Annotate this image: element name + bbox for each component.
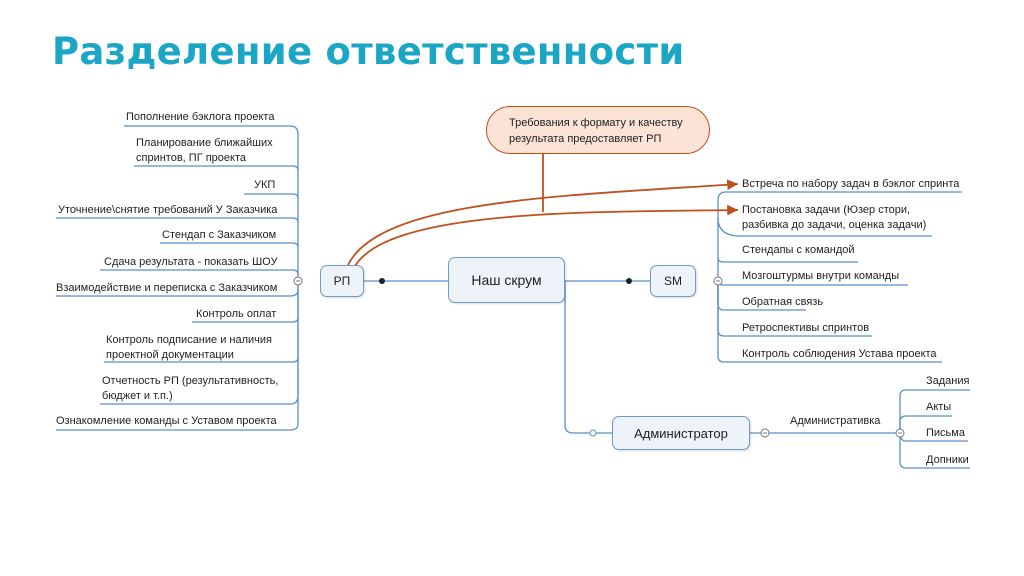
admin-sub[interactable]: Административка bbox=[790, 414, 880, 429]
admin-item-text: Письма bbox=[926, 427, 965, 439]
admin-sub-text: Административка bbox=[790, 415, 881, 427]
admin-item-text: Допники bbox=[926, 454, 969, 466]
rp-branch-1 bbox=[124, 125, 299, 281]
rp-item-text: Контроль подписание и наличия проектной … bbox=[106, 334, 272, 361]
rp-branch-2 bbox=[134, 165, 299, 171]
relation-rp-to-task-setting bbox=[354, 204, 739, 267]
admin-item[interactable]: Акты bbox=[926, 400, 951, 415]
admin-label: Администратор bbox=[634, 425, 728, 441]
sm-connector-dot bbox=[626, 278, 632, 284]
admin-item[interactable]: Задания bbox=[926, 374, 969, 389]
sm-item[interactable]: Встреча по набору задач в бэклог спринта bbox=[742, 177, 959, 192]
admin-branch-2 bbox=[899, 415, 952, 433]
rp-branch-6 bbox=[100, 269, 299, 275]
admin-item-text: Акты bbox=[926, 401, 952, 413]
admin-item[interactable]: Допники bbox=[926, 453, 969, 468]
sm-item-text: Обратная связь bbox=[742, 296, 824, 308]
sm-item-text: Встреча по набору задач в бэклог спринта bbox=[742, 178, 960, 190]
rp-item[interactable]: Планирование ближайших спринтов, ПГ прое… bbox=[136, 136, 273, 166]
admin-branch-1 bbox=[899, 389, 970, 433]
rp-item-text: Взаимодействие и переписка с Заказчиком bbox=[56, 282, 278, 294]
rp-item[interactable]: УКП bbox=[254, 178, 275, 193]
rp-item-text: Отчетность РП (результативность, бюджет … bbox=[102, 375, 279, 402]
rp-item-text: Ознакомление команды с Уставом проекта bbox=[56, 415, 277, 427]
sm-branch-3 bbox=[717, 257, 858, 263]
admin-branch-4 bbox=[899, 433, 970, 469]
sm-item[interactable]: Обратная связь bbox=[742, 295, 823, 310]
rp-item-text: Планирование ближайших спринтов, ПГ прое… bbox=[136, 137, 273, 164]
rp-item-text: Контроль оплат bbox=[196, 308, 277, 320]
sm-item-text: Ретроспективы спринтов bbox=[742, 322, 870, 334]
sm-item[interactable]: Мозгоштурмы внутри команды bbox=[742, 269, 899, 284]
rp-item[interactable]: Взаимодействие и переписка с Заказчиком bbox=[56, 281, 277, 296]
sm-item[interactable]: Стендапы с командой bbox=[742, 243, 855, 258]
rp-branch-3 bbox=[244, 193, 299, 199]
rp-branch-11 bbox=[56, 281, 299, 431]
admin-node[interactable]: Администратор bbox=[612, 416, 750, 450]
central-node[interactable]: Наш скрум bbox=[448, 257, 565, 303]
sm-item-text: Мозгоштурмы внутри команды bbox=[742, 270, 900, 282]
rp-label: РП bbox=[333, 274, 351, 288]
sm-branch-2 bbox=[717, 217, 932, 237]
rp-item[interactable]: Контроль подписание и наличия проектной … bbox=[106, 333, 272, 363]
sm-item-text: Контроль соблюдения Устава проекта bbox=[742, 348, 937, 360]
callout-line-1: Требования к формату и качеству bbox=[509, 117, 683, 129]
rp-item-text: УКП bbox=[254, 179, 276, 191]
rp-node[interactable]: РП bbox=[320, 265, 364, 297]
rp-item-text: Пополнение бэклога проекта bbox=[126, 111, 275, 123]
sm-node[interactable]: SM bbox=[650, 265, 696, 297]
rp-item[interactable]: Сдача результата - показать ШОУ bbox=[104, 255, 277, 270]
rp-branch-4 bbox=[56, 217, 299, 223]
rp-item[interactable]: Уточнение\снятие требований У Заказчика bbox=[58, 203, 277, 218]
rp-item-text: Сдача результата - показать ШОУ bbox=[104, 256, 278, 268]
rp-item-text: Уточнение\снятие требований У Заказчика bbox=[58, 204, 278, 216]
sm-item[interactable]: Контроль соблюдения Устава проекта bbox=[742, 347, 937, 362]
sm-item[interactable]: Постановка задачи (Юзер стори, разбивка … bbox=[742, 203, 926, 233]
callout-line-2: результата предоставляет РП bbox=[509, 133, 662, 145]
rp-item[interactable]: Отчетность РП (результативность, бюджет … bbox=[102, 374, 278, 404]
rp-connector-dot bbox=[379, 278, 385, 284]
sm-item-text: Стендапы с командой bbox=[742, 244, 855, 256]
rp-item[interactable]: Стендап с Заказчиком bbox=[162, 228, 276, 243]
rp-branch-5 bbox=[160, 242, 299, 248]
admin-item-text: Задания bbox=[926, 375, 970, 387]
rp-item[interactable]: Ознакомление команды с Уставом проекта bbox=[56, 414, 277, 429]
sm-branch-1 bbox=[717, 191, 962, 281]
page-title: Разделение ответственности bbox=[52, 30, 685, 73]
rp-item[interactable]: Контроль оплат bbox=[196, 307, 276, 322]
admin-connector-dot bbox=[589, 429, 597, 437]
central-to-admin bbox=[564, 281, 612, 434]
relation-rp-to-sprint-meeting bbox=[347, 179, 739, 266]
rp-item-text: Стендап с Заказчиком bbox=[162, 229, 277, 241]
sm-label: SM bbox=[664, 274, 682, 288]
sm-item-text: Постановка задачи (Юзер стори, разбивка … bbox=[742, 204, 927, 231]
sm-item[interactable]: Ретроспективы спринтов bbox=[742, 321, 869, 336]
callout-node[interactable]: Требования к формату и качеству результа… bbox=[486, 106, 710, 154]
admin-item[interactable]: Письма bbox=[926, 426, 965, 441]
central-label: Наш скрум bbox=[471, 272, 542, 288]
sm-branch-7 bbox=[717, 281, 942, 363]
rp-item[interactable]: Пополнение бэклога проекта bbox=[126, 110, 274, 125]
